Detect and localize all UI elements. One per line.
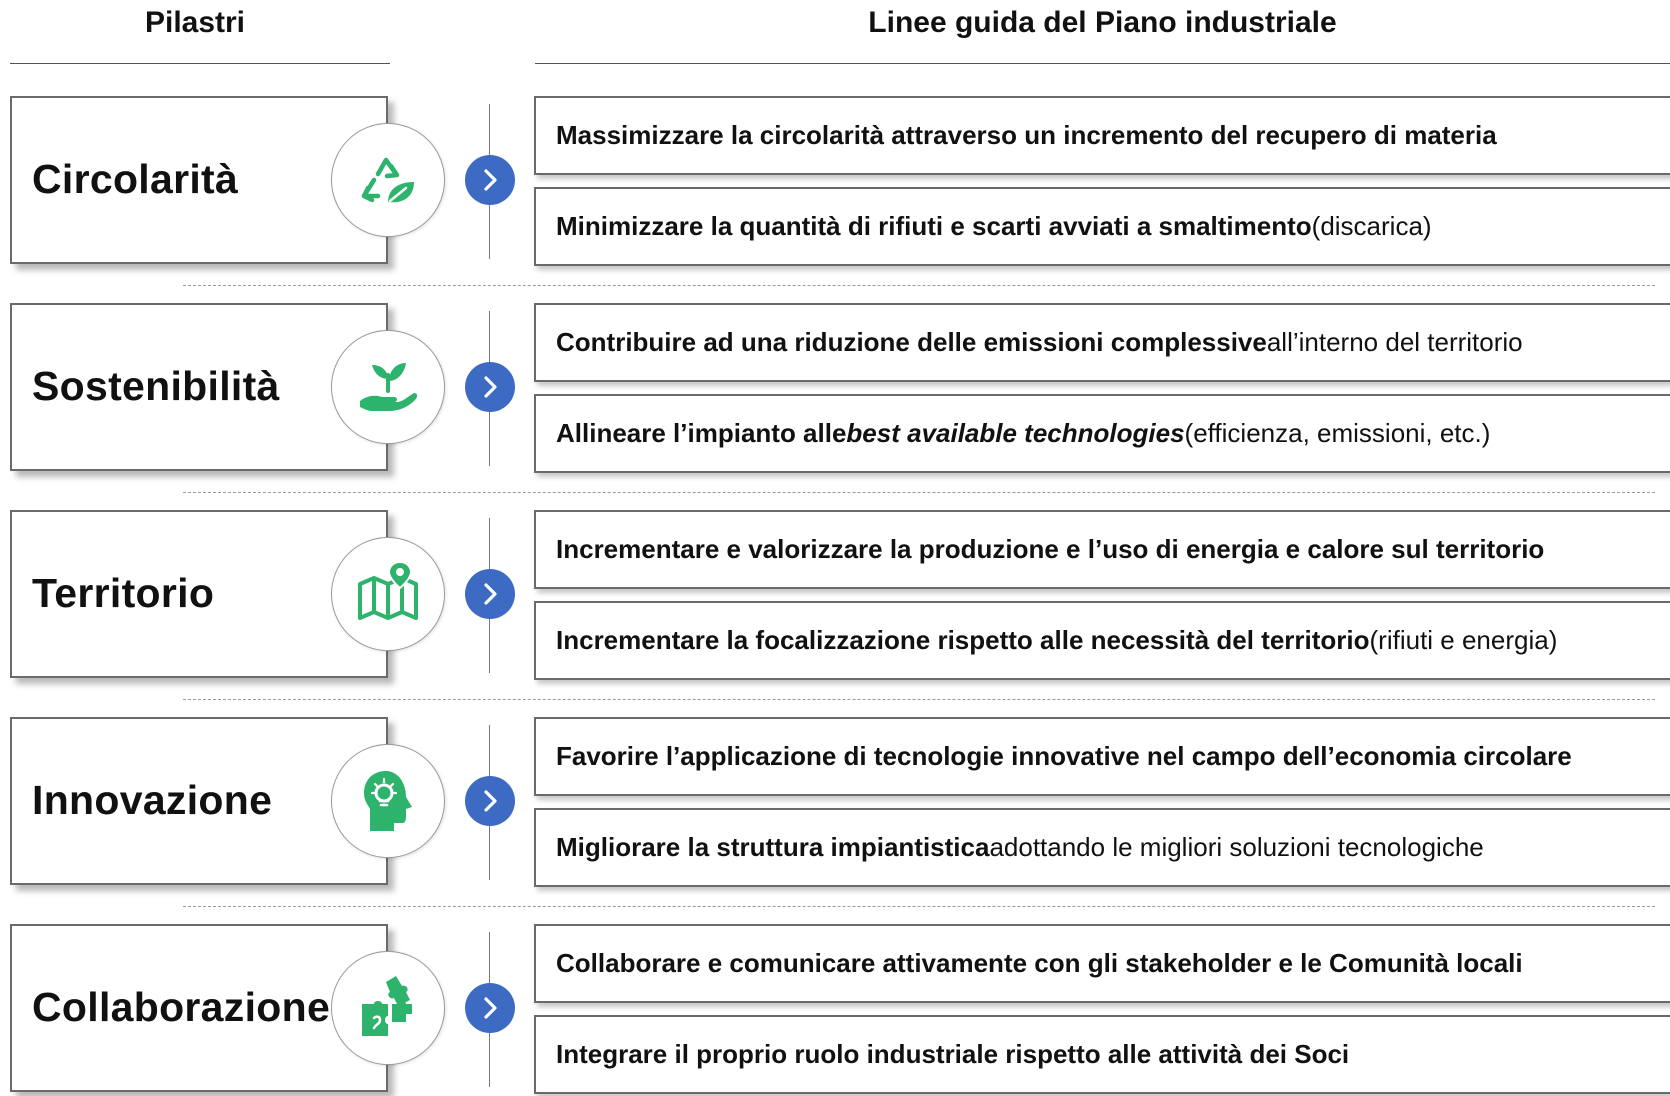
pillar-card: Circolarità — [10, 96, 388, 264]
row-separator — [183, 492, 1655, 493]
guideline-bold-text: Collaborare e comunicare attivamente con… — [556, 948, 1523, 978]
guideline-bold-text: Contribuire ad una riduzione delle emiss… — [556, 327, 1267, 357]
guideline-normal-text: (discarica) — [1311, 211, 1432, 241]
pillar-row-collaborazione: Collaborazione Collaborare e comunicare … — [0, 924, 1670, 1096]
row-separator — [183, 699, 1655, 700]
guideline-bold-text: Incrementare la focalizzazione rispetto … — [556, 625, 1370, 655]
head-lightbulb-icon — [331, 744, 445, 858]
pillar-row-sostenibilita: Sostenibilità Contribuire ad una riduzio… — [0, 303, 1670, 475]
guidelines-header: Linee guida del Piano industriale — [868, 6, 1337, 39]
pillars-header: Pilastri — [144, 6, 246, 39]
pillar-card: Innovazione — [10, 717, 388, 885]
guideline-item: Contribuire ad una riduzione delle emiss… — [534, 303, 1670, 382]
chevron-right-icon — [465, 362, 515, 412]
guideline-bold-text: Massimizzare la circolarità attraverso u… — [556, 120, 1497, 150]
pillar-title: Circolarità — [32, 156, 239, 202]
pillar-title: Territorio — [32, 570, 215, 616]
guideline-italic-text: best available technologies — [846, 418, 1185, 448]
guideline-item: Integrare il proprio ruolo industriale r… — [534, 1015, 1670, 1094]
guideline-bold-text: Favorire l’applicazione di tecnologie in… — [556, 741, 1572, 771]
pillar-title: Collaborazione — [32, 984, 331, 1030]
chevron-right-icon — [465, 155, 515, 205]
chevron-right-icon — [465, 776, 515, 826]
guideline-item: Collaborare e comunicare attivamente con… — [534, 924, 1670, 1003]
guideline-bold-text: Integrare il proprio ruolo industriale r… — [556, 1039, 1350, 1069]
recycle-leaf-icon — [331, 123, 445, 237]
puzzle-pieces-icon — [331, 951, 445, 1065]
guideline-bold-text: Incrementare e valorizzare la produzione… — [556, 534, 1545, 564]
guidelines-header-rule — [535, 63, 1670, 64]
guideline-item: Incrementare e valorizzare la produzione… — [534, 510, 1670, 589]
guideline-item: Incrementare la focalizzazione rispetto … — [534, 601, 1670, 680]
guideline-normal-text: all’interno del territorio — [1266, 327, 1523, 357]
pillar-row-innovazione: Innovazione Favorire l’applicazione di t… — [0, 717, 1670, 889]
pillar-title: Sostenibilità — [32, 363, 280, 409]
pillar-card: Territorio — [10, 510, 388, 678]
chevron-right-icon — [465, 569, 515, 619]
pillar-row-territorio: Territorio Incrementare e valorizzare la… — [0, 510, 1670, 682]
row-separator — [183, 906, 1655, 907]
map-pin-icon — [331, 537, 445, 651]
guideline-item: Migliorare la struttura impiantistica ad… — [534, 808, 1670, 887]
guideline-item: Massimizzare la circolarità attraverso u… — [534, 96, 1670, 175]
guideline-item: Allineare l’impianto alle best available… — [534, 394, 1670, 473]
pillar-row-circolarita: Circolarità Massimizzare la circolarità … — [0, 96, 1670, 268]
guideline-item: Favorire l’applicazione di tecnologie in… — [534, 717, 1670, 796]
guideline-normal-text: (rifiuti e energia) — [1369, 625, 1558, 655]
hand-plant-icon — [331, 330, 445, 444]
guideline-item: Minimizzare la quantità di rifiuti e sca… — [534, 187, 1670, 266]
pillar-card: Collaborazione — [10, 924, 388, 1092]
guideline-bold-text: Allineare l’impianto alle — [556, 418, 847, 448]
guideline-normal-text: adottando le migliori soluzioni tecnolog… — [989, 832, 1484, 862]
pillar-title: Innovazione — [32, 777, 273, 823]
chevron-right-icon — [465, 983, 515, 1033]
pillars-header-rule — [10, 63, 390, 64]
guideline-normal-text: (efficienza, emissioni, etc.) — [1184, 418, 1491, 448]
guideline-bold-text: Migliorare la struttura impiantistica — [556, 832, 990, 862]
row-separator — [183, 285, 1655, 286]
guideline-bold-text: Minimizzare la quantità di rifiuti e sca… — [556, 211, 1312, 241]
